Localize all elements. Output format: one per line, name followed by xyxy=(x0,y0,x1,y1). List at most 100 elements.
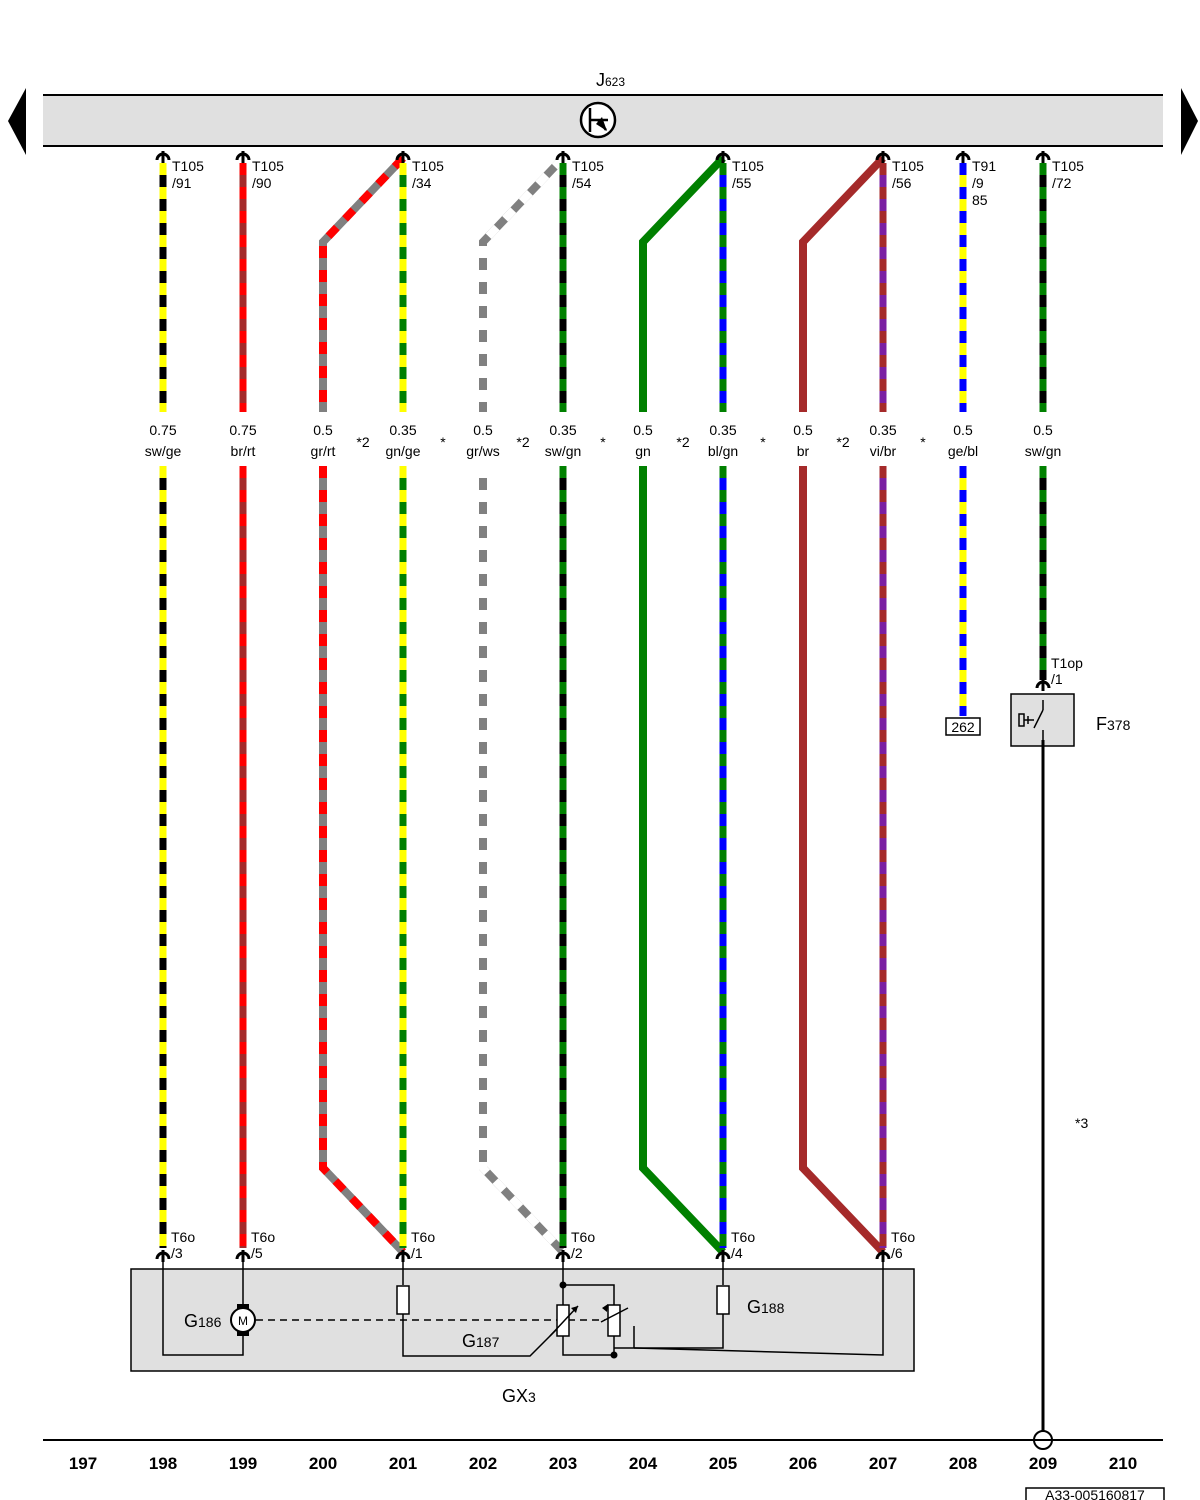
bottom-connector-label: /1 xyxy=(411,1245,423,1261)
module-gx3: M G186 G187 G188 GX3 xyxy=(130,1262,915,1406)
wire-size-label: 0.5 xyxy=(313,422,333,438)
column-number: 204 xyxy=(629,1454,658,1473)
wire-footnote: *2 xyxy=(516,434,529,450)
top-connector-label: T105 xyxy=(732,158,764,174)
column-number: 208 xyxy=(949,1454,977,1473)
top-connector-label: T91 xyxy=(972,158,996,174)
top-connector-label: T105 xyxy=(1052,158,1084,174)
top-connector-label: /56 xyxy=(892,175,912,191)
wire-200-lower xyxy=(319,466,406,1255)
wire-size-label: 0.35 xyxy=(549,422,576,438)
reference-number: 262 xyxy=(951,719,975,735)
switch-f378: F378 xyxy=(1010,693,1131,747)
resistor-icon xyxy=(396,1285,410,1315)
wire-204-lower xyxy=(639,466,726,1255)
connector-pin-icon xyxy=(235,151,251,163)
bottom-connector-label: /5 xyxy=(251,1245,263,1261)
junction-dot xyxy=(559,1281,567,1289)
wire-color-label: sw/gn xyxy=(545,443,582,459)
wire-204-upper xyxy=(639,155,726,412)
column-number: 201 xyxy=(389,1454,417,1473)
reference-box[interactable]: 262 xyxy=(945,717,981,736)
wire-footnote: * xyxy=(440,434,446,450)
column-number: 202 xyxy=(469,1454,497,1473)
switch-label: F378 xyxy=(1096,714,1131,734)
wire-size-label: 0.35 xyxy=(869,422,896,438)
wire-206-lower xyxy=(799,466,886,1255)
wire-footnote: *2 xyxy=(836,434,849,450)
wire-200-upper xyxy=(319,155,406,412)
wire-color-label: sw/gn xyxy=(1025,443,1062,459)
wire-size-label: 0.5 xyxy=(473,422,493,438)
ground-symbol-icon xyxy=(579,101,617,139)
connector-pin-icon xyxy=(955,151,971,163)
wire-color-label: sw/ge xyxy=(145,443,182,459)
motor-glyph: M xyxy=(238,1314,248,1328)
wire-206-upper xyxy=(799,155,886,412)
top-connector-label: 85 xyxy=(972,192,988,208)
column-number: 209 xyxy=(1029,1454,1057,1473)
labels-layer: 0.75sw/geT105/91T6o/30.75br/rtT105/90T6o… xyxy=(145,151,1084,1262)
wire-size-label: 0.5 xyxy=(633,422,653,438)
wire-size-label: 0.5 xyxy=(953,422,973,438)
resistor-icon xyxy=(716,1285,730,1315)
bottom-connector-label: /6 xyxy=(891,1245,903,1261)
wire-color-label: gn/ge xyxy=(385,443,420,459)
connector-pin-icon xyxy=(715,151,731,163)
connector-pin-icon xyxy=(555,1250,571,1262)
wire-color-label: gr/rt xyxy=(311,443,336,459)
ecu-unit: J623 xyxy=(43,70,1163,147)
wire-color-label: ge/bl xyxy=(948,443,978,459)
column-number: 210 xyxy=(1109,1454,1137,1473)
potentiometer-icon xyxy=(549,1304,579,1337)
top-connector-label: /55 xyxy=(732,175,752,191)
connector-pin-icon xyxy=(1035,151,1051,163)
column-number: 207 xyxy=(869,1454,897,1473)
column-number: 203 xyxy=(549,1454,577,1473)
wire-size-label: 0.75 xyxy=(229,422,256,438)
connector-pin-icon xyxy=(395,151,411,163)
top-connector-label: T105 xyxy=(892,158,924,174)
wire-size-label: 0.5 xyxy=(1033,422,1053,438)
wires-layer xyxy=(159,155,1047,1255)
wire-footnote: * xyxy=(920,434,926,450)
top-connector-label: /91 xyxy=(172,175,192,191)
top-connector-label: /34 xyxy=(412,175,432,191)
top-connector-label: T105 xyxy=(572,158,604,174)
bottom-connector-label: T6o xyxy=(411,1229,435,1245)
connector-pin-icon xyxy=(395,1250,411,1262)
connector-pin-icon xyxy=(155,151,171,163)
wire-size-label: 0.5 xyxy=(793,422,813,438)
switch-icon xyxy=(1018,700,1044,740)
motor-icon: M xyxy=(230,1304,256,1336)
next-page-arrow-icon[interactable] xyxy=(1181,88,1198,155)
bottom-connector-label: T1op xyxy=(1051,655,1083,671)
column-number: 197 xyxy=(69,1454,97,1473)
sensor-label-g188: G188 xyxy=(747,1297,785,1317)
wire-202-upper xyxy=(479,155,566,412)
connector-pin-icon xyxy=(155,1250,171,1262)
ecu-label: J623 xyxy=(596,70,625,90)
previous-page-arrow-icon[interactable] xyxy=(8,88,26,155)
bottom-connector-label: T6o xyxy=(571,1229,595,1245)
bottom-connector-label: /4 xyxy=(731,1245,743,1261)
top-connector-label: /9 xyxy=(972,175,984,191)
junction-dot xyxy=(610,1351,618,1359)
top-connector-label: T105 xyxy=(412,158,444,174)
bottom-connector-label: /1 xyxy=(1051,671,1063,687)
connector-pin-icon xyxy=(875,1250,891,1262)
top-connector-label: T105 xyxy=(252,158,284,174)
wire-color-label: bl/gn xyxy=(708,443,738,459)
sensor-label-g187: G187 xyxy=(462,1331,500,1351)
wire-202-lower xyxy=(479,466,566,1255)
wire-color-label: br xyxy=(797,443,810,459)
wire-size-label: 0.35 xyxy=(709,422,736,438)
connector-pin-icon xyxy=(555,151,571,163)
wire-footnote: * xyxy=(760,434,766,450)
wire-color-label: gr/ws xyxy=(466,443,499,459)
bottom-connector-label: T6o xyxy=(251,1229,275,1245)
top-connector-label: /72 xyxy=(1052,175,1072,191)
sensor-label-g186: G186 xyxy=(184,1311,222,1331)
wire-color-label: vi/br xyxy=(870,443,897,459)
